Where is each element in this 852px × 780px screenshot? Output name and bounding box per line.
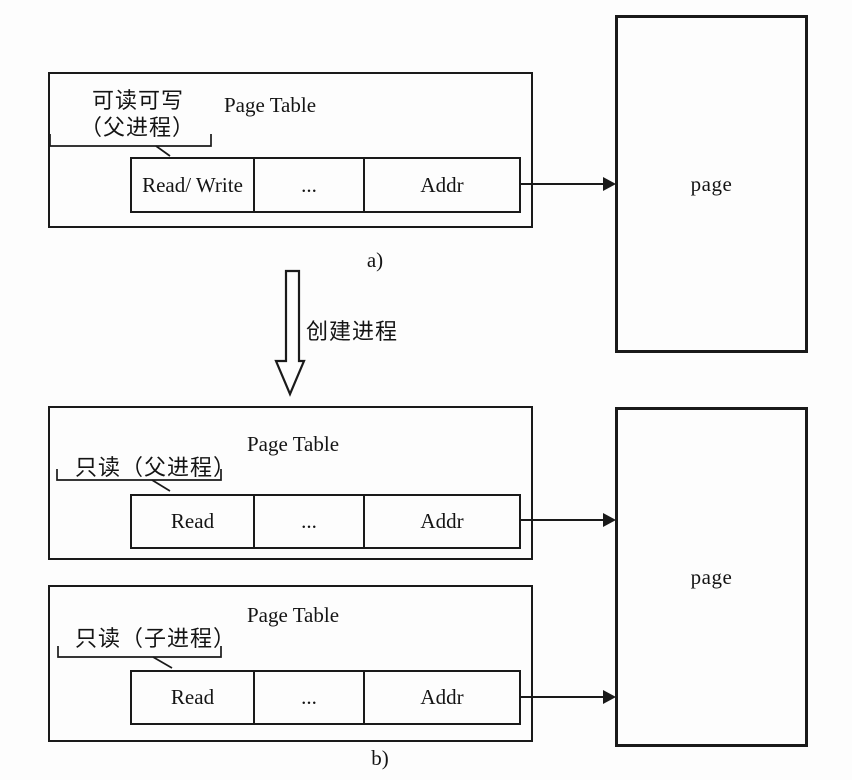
addr-to-page-arrow-b-child	[520, 690, 616, 704]
caption-b: b)	[371, 746, 389, 770]
page-table-title-b-child: Page Table	[247, 603, 340, 627]
annotation-readwrite-line2: （父进程）	[80, 115, 196, 140]
physical-page-box-b: page	[615, 407, 808, 747]
pte-flags-cell: Read	[132, 672, 255, 723]
pte-ellipsis-cell: ...	[255, 496, 365, 547]
page-label-a: page	[690, 171, 733, 196]
annotation-readwrite-line1: 可读可写	[92, 88, 185, 113]
page-table-box-parent-ro: Page Table 只读（父进程） Read ... Addr	[48, 406, 533, 560]
pte-addr-cell: Addr	[420, 509, 464, 533]
page-table-title-b-parent: Page Table	[247, 432, 340, 456]
pte-addr-cell: Addr	[420, 685, 464, 709]
addr-to-page-arrow-a	[520, 177, 616, 191]
pte-row-child-ro: Read ... Addr	[130, 670, 521, 725]
addr-to-page-arrow-b-parent	[520, 513, 616, 527]
page-table-box-child-ro: Page Table 只读（子进程） Read ... Addr	[48, 585, 533, 742]
pte-row-parent-rw: Read/ Write ... Addr	[130, 157, 521, 213]
pte-addr-cell: Addr	[420, 172, 464, 197]
fork-arrow-icon	[274, 269, 306, 397]
annotation-readonly-parent: 只读（父进程）	[75, 455, 237, 480]
page-table-title-a: Page Table	[224, 93, 317, 117]
pte-flags-cell: Read	[132, 496, 255, 547]
physical-page-box-a: page	[615, 15, 808, 353]
fork-transition-label: 创建进程	[306, 319, 399, 344]
caption-a: a)	[366, 248, 384, 272]
pte-row-parent-ro: Read ... Addr	[130, 494, 521, 549]
page-label-b: page	[690, 564, 733, 589]
pte-ellipsis-cell: ...	[255, 159, 365, 211]
page-table-box-parent-rw: 可读可写 （父进程） Page Table Read/ Write ... Ad…	[48, 72, 533, 228]
pte-flags-cell: Read/ Write	[132, 159, 255, 211]
annotation-readonly-child: 只读（子进程）	[75, 626, 237, 651]
pte-ellipsis-cell: ...	[255, 672, 365, 723]
